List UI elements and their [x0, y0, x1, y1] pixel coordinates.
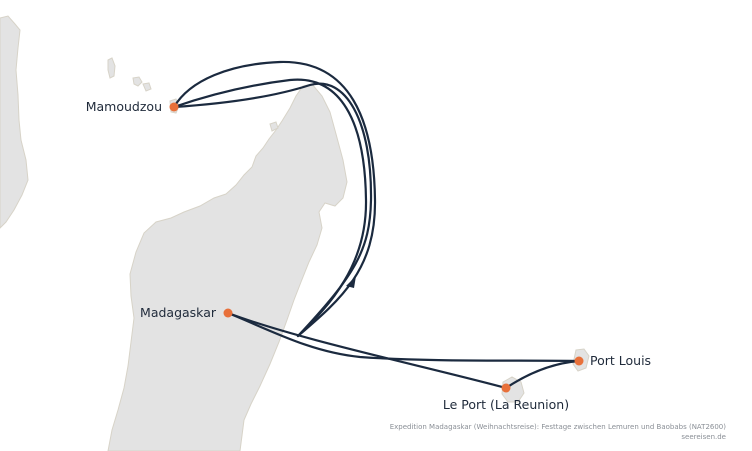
caption-source: seereisen.de — [681, 433, 726, 441]
africa-landmass — [0, 15, 29, 229]
route-madagaskar-port-louis — [226, 311, 581, 363]
comoros-island — [142, 82, 152, 92]
route-le-port-port-louis — [504, 359, 581, 390]
port-marker-madagaskar[interactable] — [223, 308, 233, 318]
port-label-mamoudzou: Mamoudzou — [86, 99, 162, 114]
port-marker-le-port[interactable] — [501, 383, 511, 393]
madagascar-landmass — [107, 83, 348, 451]
reunion-island — [501, 376, 525, 403]
port-label-madagaskar: Madagaskar — [140, 305, 217, 320]
caption-title: Expedition Madagaskar (Weihnachtsreise):… — [389, 423, 726, 431]
port-label-port-louis: Port Louis — [590, 353, 651, 368]
map-caption: Expedition Madagaskar (Weihnachtsreise):… — [390, 422, 726, 442]
comoros-island — [107, 57, 116, 79]
comoros-island — [132, 76, 143, 87]
route-direction-arrow — [346, 276, 356, 288]
port-marker-mamoudzou[interactable] — [169, 102, 179, 112]
port-marker-port-louis[interactable] — [574, 356, 584, 366]
route-madagaskar-le-port — [226, 311, 508, 390]
nosy-island — [269, 121, 279, 132]
port-label-le-port: Le Port (La Reunion) — [443, 397, 569, 412]
route-mamoudzou-return — [172, 82, 373, 338]
